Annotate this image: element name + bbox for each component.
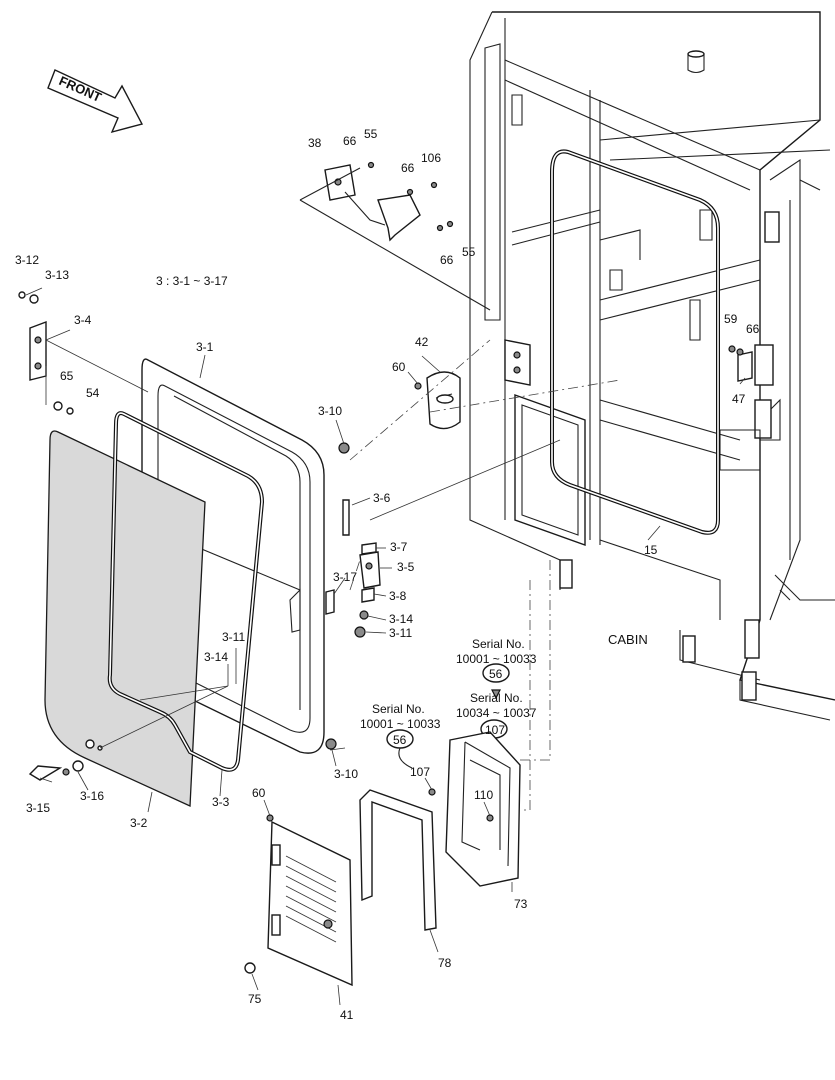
callout: 42 xyxy=(415,335,429,349)
callout: 3-12 xyxy=(15,253,39,267)
assembly-note: 3 : 3-1 ~ 3-17 xyxy=(156,274,228,288)
callout: 55 xyxy=(364,127,378,141)
callout: 3-7 xyxy=(390,540,408,554)
serial-ref: 56 xyxy=(393,733,407,747)
callout: 3-11 xyxy=(389,626,412,640)
cover-73 xyxy=(445,731,521,887)
serial-range: 10034 ~ 10037 xyxy=(456,706,537,720)
callout: 3-14 xyxy=(389,612,413,626)
callout: 3-8 xyxy=(389,589,407,603)
callout: 55 xyxy=(462,245,476,259)
serial-range: 10001 ~ 10033 xyxy=(456,652,537,666)
callout: 73 xyxy=(514,897,528,911)
callout: 3-2 xyxy=(130,816,148,830)
panel-41 xyxy=(244,814,353,987)
striker-47 xyxy=(728,345,753,382)
callout: 3-17 xyxy=(333,570,357,584)
serial-ref: 107 xyxy=(485,723,505,737)
callout: 60 xyxy=(252,786,266,800)
callout: 41 xyxy=(340,1008,354,1022)
callout: 65 xyxy=(60,369,74,383)
callout: 60 xyxy=(392,360,406,374)
callout: 66 xyxy=(440,253,454,267)
callout: 3-13 xyxy=(45,268,69,282)
callout: 3-16 xyxy=(80,789,104,803)
callout: 15 xyxy=(644,543,658,557)
callout: 3-11 xyxy=(222,630,245,644)
cabin-label: CABIN xyxy=(608,632,648,647)
callout: 107 xyxy=(410,765,430,779)
callout: 66 xyxy=(746,322,760,336)
door-seal-15 xyxy=(550,149,720,535)
callout: 75 xyxy=(248,992,262,1006)
serial-range: 10001 ~ 10033 xyxy=(360,717,441,731)
callout: 66 xyxy=(343,134,357,148)
callout: 3-1 xyxy=(196,340,214,354)
hinge-plate-42 xyxy=(414,339,531,430)
callout: 3-10 xyxy=(334,767,358,781)
callout: 106 xyxy=(421,151,441,165)
callout: 3-14 xyxy=(204,650,228,664)
callout: 3-3 xyxy=(212,795,230,809)
callout: 38 xyxy=(308,136,322,150)
callout: 66 xyxy=(401,161,415,175)
cabin-frame xyxy=(469,11,835,721)
callout: 59 xyxy=(724,312,738,326)
serial-ref: 56 xyxy=(489,667,503,681)
callout-labels: 3 : 3-1 ~ 3-17 CABIN Serial No. 10001 ~ … xyxy=(15,127,760,1022)
door-lock-parts xyxy=(325,499,381,638)
callout: 3-6 xyxy=(373,491,391,505)
leader-lines xyxy=(25,287,746,1006)
serial-label: Serial No. xyxy=(472,637,525,651)
callout: 47 xyxy=(732,392,746,406)
callout: 110 xyxy=(474,788,493,802)
front-direction-arrow: FRONT xyxy=(47,69,144,134)
callout: 54 xyxy=(86,386,100,400)
callout: 3-15 xyxy=(26,801,50,815)
serial-label: Serial No. xyxy=(470,691,523,705)
callout: 3-5 xyxy=(397,560,415,574)
callout: 78 xyxy=(438,956,452,970)
latch-assembly-38 xyxy=(299,161,491,311)
serial-label: Serial No. xyxy=(372,702,425,716)
callout: 3-10 xyxy=(318,404,342,418)
door-handle-3-15 xyxy=(28,760,84,781)
glass-seal-3-3 xyxy=(107,411,265,772)
callout: 3-4 xyxy=(74,313,92,327)
seal-78 xyxy=(359,788,437,931)
